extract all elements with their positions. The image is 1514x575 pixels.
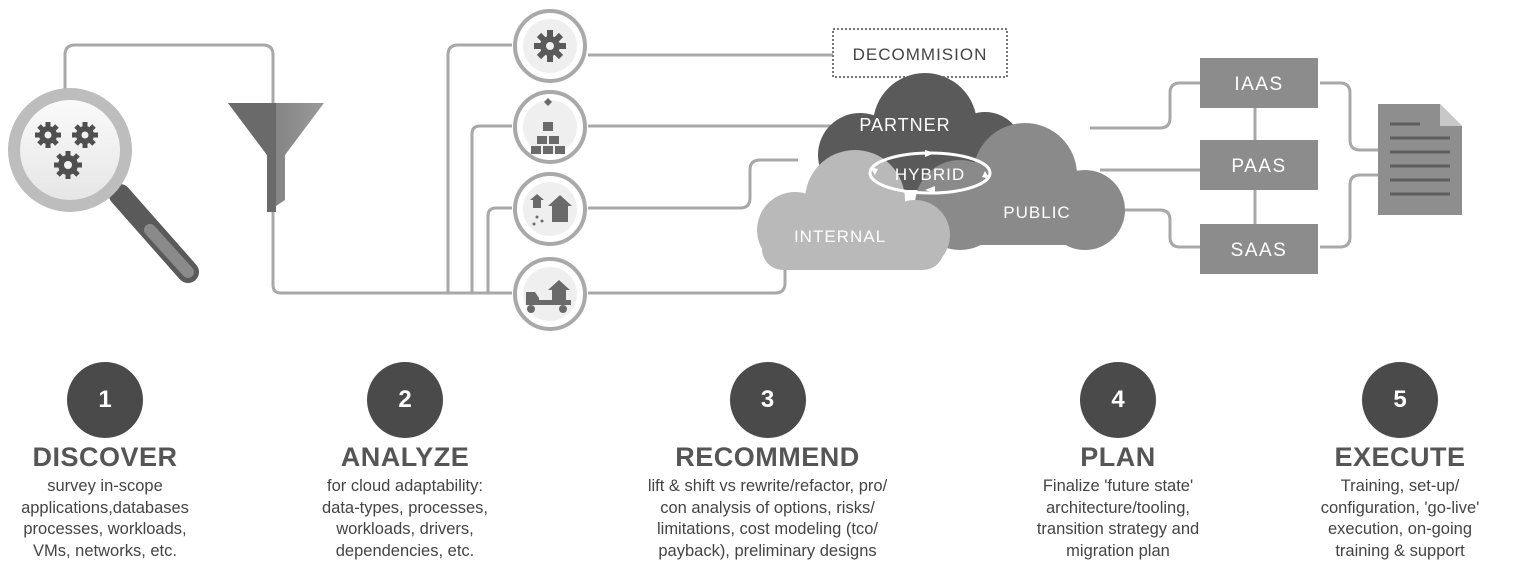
- step-description: for cloud adaptability: data-types, proc…: [322, 477, 488, 560]
- step-title: DISCOVER: [32, 442, 178, 472]
- magnifier-gears-icon: [8, 88, 199, 283]
- step-number-badge: 2: [367, 362, 443, 438]
- service-model-iaas: IAAS: [1200, 58, 1318, 108]
- decommission-label: DECOMMISION: [853, 45, 988, 64]
- step-description: Finalize 'future state' architecture/too…: [1036, 477, 1200, 560]
- hybrid-label: HYBRID: [895, 165, 965, 184]
- document-icon: [1378, 104, 1462, 215]
- service-model-paas: PAAS: [1200, 140, 1318, 190]
- house-move-icon: [513, 172, 587, 246]
- step-number-badge: 4: [1080, 362, 1156, 438]
- step-discover: 1 DISCOVER survey in-scope applications,…: [5, 362, 205, 562]
- step-title: RECOMMEND: [675, 442, 860, 472]
- step-recommend: 3 RECOMMEND lift & shift vs rewrite/refa…: [600, 362, 935, 562]
- public-cloud: [915, 123, 1125, 250]
- partner-label: PARTNER: [859, 115, 950, 135]
- step-description: lift & shift vs rewrite/refactor, pro/ c…: [647, 477, 888, 560]
- step-title: PLAN: [1080, 442, 1156, 472]
- service-model-label: IAAS: [1234, 74, 1283, 95]
- gear-icon: [513, 9, 587, 83]
- internal-cloud: [757, 150, 950, 270]
- step-number-badge: 1: [67, 362, 143, 438]
- truck-house-icon: [513, 257, 587, 331]
- funnel-icon: [228, 103, 324, 212]
- step-title: ANALYZE: [340, 442, 470, 472]
- decommission-box: DECOMMISION: [832, 28, 1008, 78]
- step-description: survey in-scope applications,databases p…: [21, 477, 189, 560]
- service-model-label: PAAS: [1231, 156, 1286, 177]
- step-execute: 5 EXECUTE Training, set-up/ configuratio…: [1290, 362, 1510, 562]
- migration-flow-diagram: DECOMMISION PARTNER PUBLIC INTERNAL HYBR…: [8, 9, 1462, 331]
- step-description: Training, set-up/ configuration, 'go-liv…: [1320, 477, 1480, 560]
- hybrid-cycle-icon: [868, 150, 992, 195]
- service-model-saas: SAAS: [1200, 224, 1318, 274]
- step-analyze: 2 ANALYZE for cloud adaptability: data-t…: [300, 362, 510, 562]
- public-label: PUBLIC: [1003, 203, 1070, 222]
- step-number-badge: 3: [729, 362, 806, 438]
- step-plan: 4 PLAN Finalize 'future state' architect…: [1013, 362, 1223, 562]
- step-number-badge: 5: [1362, 362, 1438, 438]
- step-title: EXECUTE: [1334, 442, 1466, 472]
- connector-lines: [63, 43, 1378, 295]
- internal-label: INTERNAL: [794, 227, 886, 246]
- boxes-stack-icon: [513, 90, 587, 164]
- service-model-label: SAAS: [1231, 240, 1288, 261]
